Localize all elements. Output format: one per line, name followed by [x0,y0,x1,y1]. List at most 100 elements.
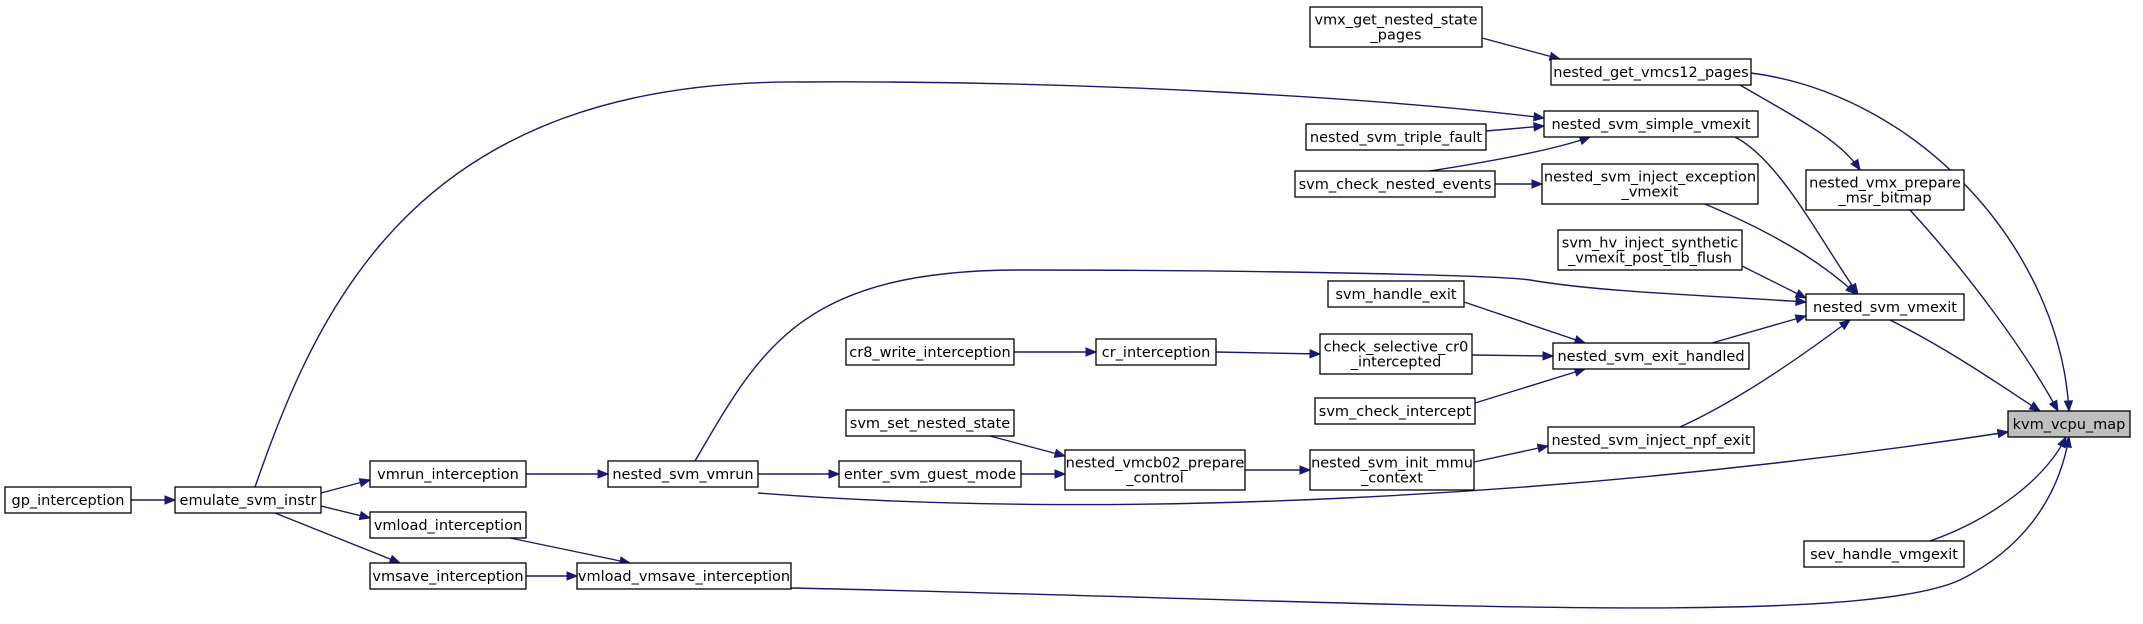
edge-vmrun-interception-to-nested-svm-vmrun [526,469,610,479]
node-box[interactable] [1064,449,1246,491]
arrowhead-icon [1542,351,1555,361]
node-box[interactable] [845,409,1015,437]
arrowhead-icon [1794,314,1808,324]
node-svm-check-nested-events[interactable]: svm_check_nested_events [1294,170,1496,198]
node-label: sev_handle_vmgexit [1810,547,1958,563]
edge-cr8-write-interception-to-cr-interception [1014,347,1098,357]
nodes-layer: kvm_vcpu_map vmx_get_nested_state_pagesne… [4,6,2131,590]
edge-line [1734,136,1859,295]
node-box[interactable] [607,460,759,488]
node-sev-handle-vmgexit[interactable]: sev_handle_vmgexit [1803,540,1965,568]
node-vmload-vmsave-interception[interactable]: vmload_vmsave_interception [576,562,792,590]
edge-line [694,269,1807,462]
node-box[interactable] [1095,338,1217,366]
node-box[interactable] [1550,58,1752,86]
node-box[interactable] [845,338,1015,366]
node-box[interactable] [1319,333,1473,375]
node-box[interactable] [1309,6,1483,48]
node-nested-svm-inject-npf-exit[interactable]: nested_svm_inject_npf_exit [1547,426,1755,454]
node-vmsave-interception[interactable]: vmsave_interception [369,562,527,590]
node-box[interactable] [838,460,1022,488]
node-box[interactable] [1803,540,1965,568]
node-box[interactable] [576,562,792,590]
node-box[interactable] [1552,342,1750,370]
edge-line [1889,319,2041,412]
node-box[interactable] [1327,280,1465,308]
node-box[interactable] [1541,163,1759,205]
node-nested-svm-vmexit[interactable]: nested_svm_vmexit [1805,293,1965,321]
node-svm-hv-inject-synthetic-vmexit-post-tlb-flush[interactable]: svm_hv_inject_synthetic_vmexit_post_tlb_… [1557,229,1743,271]
node-nested-get-vmcs12-pages[interactable]: nested_get_vmcs12_pages [1550,58,1752,86]
node-svm-set-nested-state[interactable]: svm_set_nested_state [845,409,1015,437]
node-nested-vmx-prepare-msr-bitmap[interactable]: nested_vmx_prepare_msr_bitmap [1805,169,1965,211]
node-box[interactable] [4,486,132,514]
edge-nested-get-vmcs12-pages-to-kvm-vcpu-map [1750,72,2074,413]
node-nested-svm-init-mmu-context[interactable]: nested_svm_init_mmu_context [1309,449,1475,491]
edge-emulate-svm-instr-to-vmrun-interception [320,478,372,494]
node-box[interactable] [1309,449,1475,491]
node-box[interactable] [1314,397,1476,425]
node-box[interactable] [2007,410,2131,438]
node-nested-vmcb02-prepare-control[interactable]: nested_vmcb02_prepare_control [1064,449,1246,491]
node-box[interactable] [1557,229,1743,271]
node-box[interactable] [1294,170,1496,198]
node-box[interactable] [1305,123,1487,151]
node-nested-svm-triple-fault[interactable]: nested_svm_triple_fault [1305,123,1487,151]
edge-line [1429,136,1591,172]
node-gp-interception[interactable]: gp_interception [4,486,132,514]
node-check-selective-cr0-intercepted[interactable]: check_selective_cr0_intercepted [1319,333,1473,375]
node-box[interactable] [1547,426,1755,454]
node-nested-svm-inject-exception-vmexit[interactable]: nested_svm_inject_exception_vmexit [1541,163,1759,205]
node-label: nested_get_vmcs12_pages [1553,65,1749,81]
edge-emulate-svm-instr-to-vmsave-interception [274,512,402,564]
edge-svm-set-nested-state-to-nested-vmcb02-prepare-control [989,435,1067,458]
arrowhead-icon [1531,179,1544,189]
edge-line [1739,84,1861,171]
node-enter-svm-guest-mode[interactable]: enter_svm_guest_mode [838,460,1022,488]
arrowhead-icon [1533,122,1546,132]
node-vmload-interception[interactable]: vmload_interception [369,511,527,539]
edge-line [1215,351,1321,355]
node-box[interactable] [1805,169,1965,211]
node-kvm-vcpu-map[interactable]: kvm_vcpu_map [2007,410,2131,438]
edge-nested-svm-vmrun-to-enter-svm-guest-mode [758,469,841,479]
edge-nested-svm-init-mmu-context-to-nested-svm-inject-npf-exit [1473,443,1550,463]
edge-line [509,537,631,564]
node-box[interactable] [369,460,527,488]
edge-nested-svm-vmrun-to-kvm-vcpu-map [757,428,2010,506]
edge-nested-svm-inject-exception-vmexit-to-nested-svm-vmexit [1704,203,1857,295]
node-nested-svm-vmrun[interactable]: nested_svm_vmrun [607,460,759,488]
edge-gp-interception-to-emulate-svm-instr [131,495,177,505]
arrowhead-icon [2028,401,2042,412]
node-cr-interception[interactable]: cr_interception [1095,338,1217,366]
edge-nested-svm-simple-vmexit-to-nested-svm-vmexit [1734,136,1859,296]
node-label: nested_svm_init_mmu [1311,456,1473,472]
node-vmrun-interception[interactable]: vmrun_interception [369,460,527,488]
node-nested-svm-simple-vmexit[interactable]: nested_svm_simple_vmexit [1543,110,1759,138]
arrowhead-icon [164,495,177,505]
edge-line [274,512,401,564]
node-svm-handle-exit[interactable]: svm_handle_exit [1327,280,1465,308]
node-label: _context [1360,471,1423,487]
node-label: nested_vmcb02_prepare [1066,456,1245,472]
node-box[interactable] [369,511,527,539]
edge-svm-handle-exit-to-nested-svm-exit-handled [1463,301,1587,345]
node-label: nested_svm_vmrun [612,467,753,483]
node-box[interactable] [369,562,527,590]
node-emulate-svm-instr[interactable]: emulate_svm_instr [174,486,322,514]
node-nested-svm-exit-handled[interactable]: nested_svm_exit_handled [1552,342,1750,370]
node-box[interactable] [1805,293,1965,321]
node-label: nested_svm_inject_exception [1544,170,1756,186]
edge-line [1704,203,1857,295]
node-box[interactable] [174,486,322,514]
arrowhead-icon [1532,111,1546,122]
edge-line [1909,209,2059,412]
node-svm-check-intercept[interactable]: svm_check_intercept [1314,397,1476,425]
node-cr8-write-interception[interactable]: cr8_write_interception [845,338,1015,366]
node-vmx-get-nested-state-pages[interactable]: vmx_get_nested_state_pages [1309,6,1483,48]
arrowhead-icon [358,478,372,488]
node-label: kvm_vcpu_map [2013,417,2126,433]
node-box[interactable] [1543,110,1759,138]
arrowhead-icon [1794,289,1808,299]
node-label: _vmexit [1621,185,1679,201]
